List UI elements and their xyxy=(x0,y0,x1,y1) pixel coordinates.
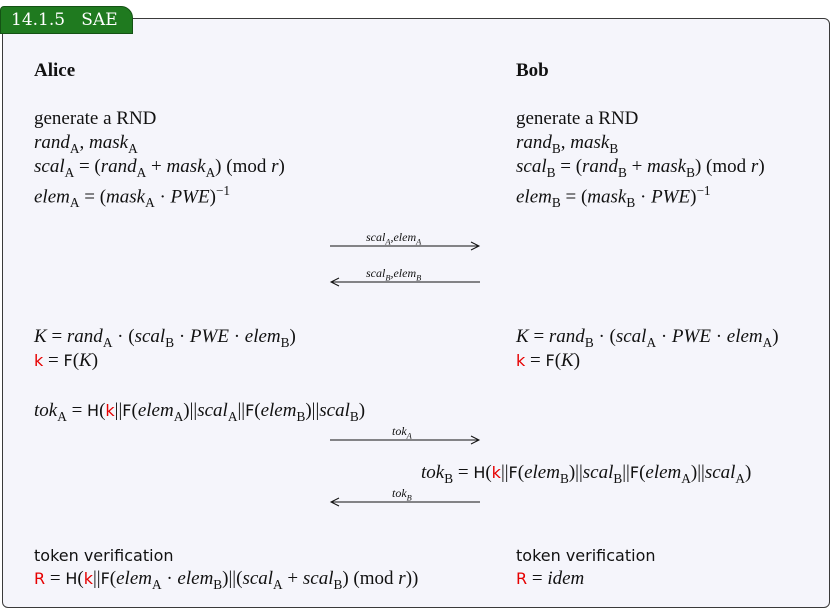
bob-generate: generate a RND xyxy=(516,108,639,129)
alice-tok: tokA = H(k||F(elemA)||scalA||F(elemB)||s… xyxy=(34,400,366,424)
arrow-label-scalA-elemA: scalA,elemA xyxy=(366,230,422,247)
bob-k: k = F(K) xyxy=(516,350,581,371)
alice-verify-title: token verification xyxy=(34,546,174,565)
alice-scal: scalA = (randA + maskA) (mod r) xyxy=(34,156,285,180)
protocol-panel xyxy=(2,18,830,608)
section-tag: 14.1.5 SAE xyxy=(0,6,133,34)
arrow-label-scalB-elemB: scalB,elemB xyxy=(366,266,422,283)
bob-R: R = idem xyxy=(516,568,585,589)
alice-rand-mask: randA, maskA xyxy=(34,132,138,156)
bob-title: Bob xyxy=(516,60,549,81)
bob-verify-title: token verification xyxy=(516,546,656,565)
arrow-label-tokA: tokA xyxy=(392,424,412,441)
arrow-label-tokB: tokB xyxy=(392,486,412,503)
alice-k: k = F(K) xyxy=(34,350,99,371)
bob-tok: tokB = H(k||F(elemB)||scalB||F(elemA)||s… xyxy=(421,462,752,486)
arrow-bob-to-alice-2 xyxy=(329,497,480,507)
bob-elem: elemB = (maskB · PWE)−1 xyxy=(516,183,711,211)
alice-generate: generate a RND xyxy=(34,108,157,129)
arrow-alice-to-bob-1 xyxy=(330,241,481,251)
alice-K: K = randA · (scalB · PWE · elemB) xyxy=(34,326,296,350)
arrow-bob-to-alice-1 xyxy=(329,277,480,287)
bob-K: K = randB · (scalA · PWE · elemA) xyxy=(516,326,779,350)
bob-rand-mask: randB, maskB xyxy=(516,132,619,156)
bob-scal: scalB = (randB + maskB) (mod r) xyxy=(516,156,765,180)
alice-R: R = H(k||F(elemA · elemB)||(scalA + scal… xyxy=(34,568,419,592)
alice-title: Alice xyxy=(34,60,76,81)
arrow-alice-to-bob-2 xyxy=(330,435,481,445)
alice-elem: elemA = (maskA · PWE)−1 xyxy=(34,183,231,211)
